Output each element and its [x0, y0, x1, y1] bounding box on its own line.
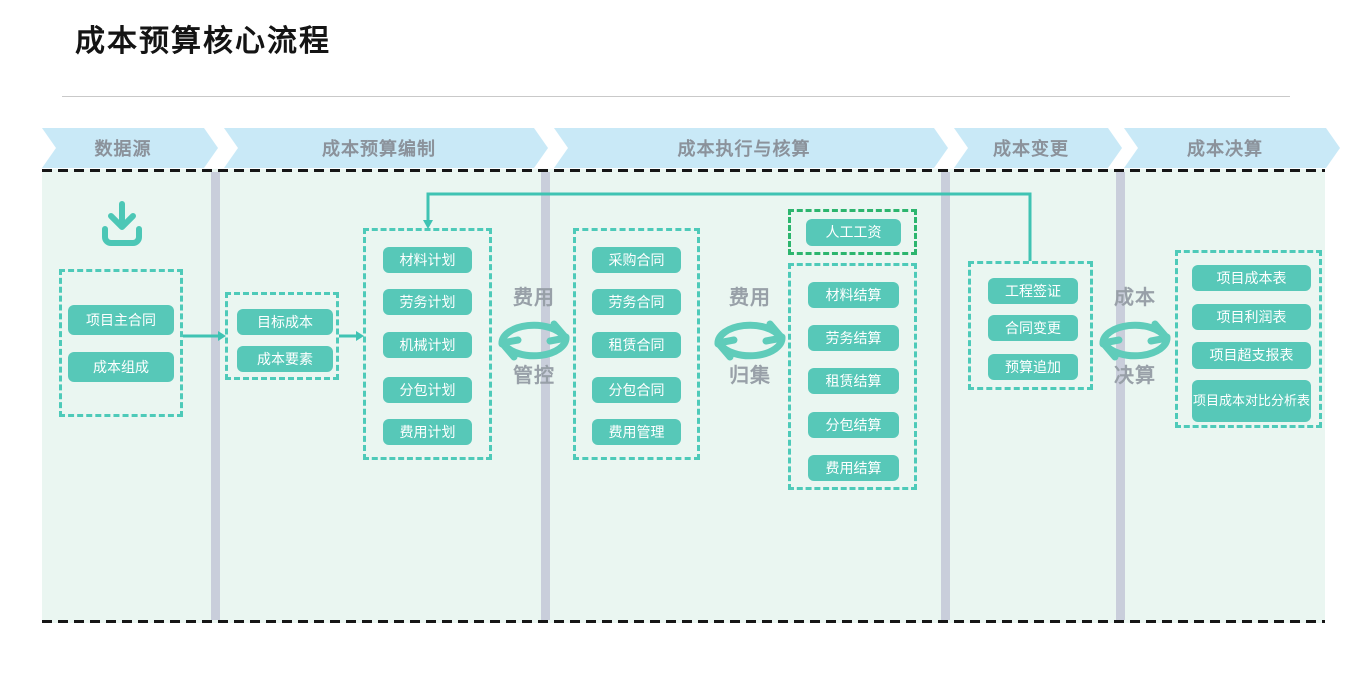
node-cost-elements: 成本要素 — [237, 346, 333, 372]
group-budget-plans: 材料计划 劳务计划 机械计划 分包计划 费用计划 — [363, 228, 492, 460]
cycle-expense-control: 费用 管控 — [486, 285, 582, 389]
node-labor-settlement: 劳务结算 — [808, 325, 899, 351]
lane-divider — [211, 172, 220, 620]
node-purchase-contract: 采购合同 — [592, 247, 681, 273]
cycle-expense-collection: 费用 归集 — [702, 285, 798, 389]
stage-banner-execution-accounting: 成本执行与核算 — [554, 128, 948, 168]
node-project-profit-table: 项目利润表 — [1192, 304, 1311, 330]
group-final-reports: 项目成本表 项目利润表 项目超支报表 项目成本对比分析表 — [1175, 250, 1322, 428]
stage-banner-data-source: 数据源 — [42, 128, 218, 168]
node-project-main-contract: 项目主合同 — [68, 305, 174, 335]
group-budget-basis: 目标成本 成本要素 — [225, 292, 339, 380]
stage-banner-final-accounts: 成本决算 — [1124, 128, 1340, 168]
page-title: 成本预算核心流程 — [75, 25, 331, 58]
node-lease-contract: 租赁合同 — [592, 332, 681, 358]
node-project-cost-table: 项目成本表 — [1192, 265, 1311, 291]
node-subcontract-plan: 分包计划 — [383, 377, 472, 403]
stage-label: 数据源 — [94, 139, 152, 159]
stage-label: 成本决算 — [1187, 139, 1263, 159]
cycle-bottom-label: 管控 — [513, 365, 555, 387]
node-contract-change: 合同变更 — [988, 315, 1078, 341]
loop-arrows-icon — [1099, 320, 1171, 361]
node-subcontract-settlement: 分包结算 — [808, 412, 899, 438]
node-material-settlement: 材料结算 — [808, 282, 899, 308]
node-target-cost: 目标成本 — [237, 309, 333, 335]
stage-label: 成本预算编制 — [322, 139, 436, 159]
node-labor-contract: 劳务合同 — [592, 289, 681, 315]
stage-banner-budget-preparation: 成本预算编制 — [224, 128, 548, 168]
download-icon — [102, 201, 142, 246]
node-expense-management: 费用管理 — [592, 419, 681, 445]
stage-label: 成本变更 — [993, 139, 1069, 159]
group-data-source: 项目主合同 成本组成 — [59, 269, 183, 417]
node-cost-comparison-report: 项目成本对比分析表 — [1192, 380, 1311, 422]
title-divider — [62, 96, 1290, 97]
node-labor-wage: 人工工资 — [806, 219, 901, 246]
cycle-cost-final: 成本 决算 — [1087, 285, 1183, 389]
group-cost-change: 工程签证 合同变更 预算追加 — [968, 261, 1093, 390]
stage-label: 成本执行与核算 — [677, 139, 811, 159]
lane-border-top — [42, 169, 1325, 172]
node-material-plan: 材料计划 — [383, 247, 472, 273]
lane-divider — [541, 172, 550, 620]
node-overspend-report: 项目超支报表 — [1192, 342, 1311, 369]
node-lease-settlement: 租赁结算 — [808, 368, 899, 394]
group-labor-wage: 人工工资 — [788, 209, 917, 255]
cycle-bottom-label: 归集 — [729, 365, 771, 387]
lane-divider — [941, 172, 950, 620]
node-engineering-visa: 工程签证 — [988, 278, 1078, 304]
cycle-top-label: 费用 — [513, 287, 555, 309]
lane-border-bottom — [42, 620, 1325, 623]
loop-arrows-icon — [714, 320, 786, 361]
node-expense-settlement: 费用结算 — [808, 455, 899, 481]
node-subcontract-contract: 分包合同 — [592, 377, 681, 403]
node-labor-plan: 劳务计划 — [383, 289, 472, 315]
lane-divider — [1116, 172, 1125, 620]
group-execution-contracts: 采购合同 劳务合同 租赁合同 分包合同 费用管理 — [573, 228, 700, 460]
cycle-bottom-label: 决算 — [1114, 365, 1156, 387]
cycle-top-label: 费用 — [729, 287, 771, 309]
stage-banner-cost-change: 成本变更 — [954, 128, 1122, 168]
loop-arrows-icon — [498, 320, 570, 361]
flow-lane-area: 项目主合同 成本组成 目标成本 成本要素 材料计划 劳务计划 机械计划 分包计划… — [42, 169, 1325, 623]
node-cost-composition: 成本组成 — [68, 352, 174, 382]
node-budget-addition: 预算追加 — [988, 354, 1078, 380]
cycle-top-label: 成本 — [1114, 287, 1156, 309]
node-expense-plan: 费用计划 — [383, 419, 472, 445]
group-settlements: 材料结算 劳务结算 租赁结算 分包结算 费用结算 — [788, 263, 917, 490]
node-machinery-plan: 机械计划 — [383, 332, 472, 358]
